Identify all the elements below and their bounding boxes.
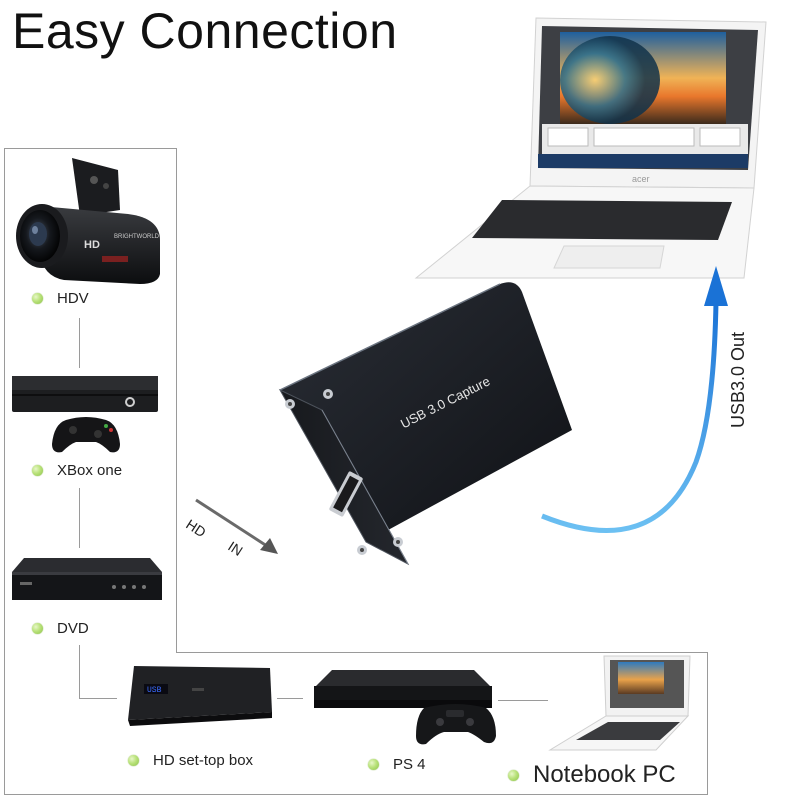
frame-bottom-line bbox=[4, 794, 708, 795]
ps4-illustration bbox=[314, 670, 496, 745]
camera-brand: BRIGHTWORLD bbox=[114, 234, 160, 240]
connector-xbox-dvd bbox=[79, 488, 80, 548]
usb-out-arrow-icon bbox=[541, 266, 728, 533]
hd-in-arrow-icon bbox=[195, 498, 278, 554]
bullet-icon bbox=[368, 759, 379, 770]
laptop-illustration: acer bbox=[414, 17, 767, 279]
bullet-icon bbox=[32, 465, 43, 476]
dvd-label: DVD bbox=[57, 620, 89, 637]
frame-mid-line bbox=[176, 652, 708, 653]
bullet-icon bbox=[32, 623, 43, 634]
settop-display: USB bbox=[147, 686, 162, 695]
capture-device-illustration bbox=[278, 282, 572, 566]
usb-out-label: USB3.0 Out bbox=[728, 331, 748, 428]
camcorder-illustration: HD BRIGHTWORLD bbox=[16, 158, 160, 284]
connector-dvd-down bbox=[79, 645, 80, 698]
frame-right-edge-line bbox=[707, 652, 708, 794]
connector-ps4-notebook bbox=[498, 700, 548, 701]
bullet-icon bbox=[32, 293, 43, 304]
xbox-label: XBox one bbox=[57, 462, 123, 479]
connector-settop-ps4 bbox=[277, 698, 303, 699]
frame-left-line bbox=[4, 148, 5, 794]
frame-right-line bbox=[176, 148, 177, 652]
laptop-brand: acer bbox=[632, 174, 650, 184]
frame-top-line bbox=[4, 148, 176, 149]
connector-dvd-settop bbox=[79, 698, 117, 699]
page-title: Easy Connection bbox=[12, 3, 398, 59]
settop-label: HD set-top box bbox=[153, 752, 254, 769]
notebook-label: Notebook PC bbox=[533, 761, 676, 788]
xbox-illustration bbox=[12, 376, 158, 453]
settop-box-illustration: USB bbox=[128, 666, 272, 726]
camera-hd-badge: HD bbox=[84, 239, 100, 251]
dvd-player-illustration bbox=[12, 558, 162, 600]
ps4-label: PS 4 bbox=[393, 756, 426, 773]
connector-hdv-xbox bbox=[79, 318, 80, 368]
xbox-label-row: XBox one bbox=[32, 462, 122, 479]
bullet-icon bbox=[128, 755, 139, 766]
settop-label-row: HD set-top box bbox=[128, 752, 253, 769]
notebook-label-row: Notebook PC bbox=[508, 761, 676, 789]
dvd-label-row: DVD bbox=[32, 620, 89, 637]
hdv-label: HDV bbox=[57, 290, 89, 307]
ps4-label-row: PS 4 bbox=[368, 756, 426, 773]
small-notebook-illustration bbox=[548, 655, 691, 751]
bullet-icon bbox=[508, 769, 519, 781]
hdv-label-row: HDV bbox=[32, 290, 89, 307]
